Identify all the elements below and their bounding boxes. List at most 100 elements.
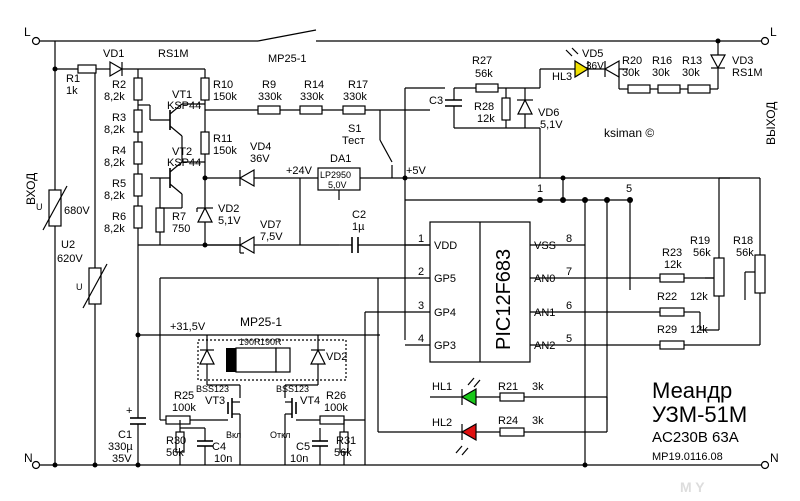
relay-contact-label: MP25-1 [268, 53, 307, 65]
mcu-name: PIC12F683 [493, 249, 515, 350]
vt2-ref: VT2 [172, 146, 192, 158]
vd6-ref: VD6 [538, 107, 559, 119]
r2-val: 8,2k [104, 91, 125, 103]
r18-ref: R18 [733, 235, 753, 247]
vd4 [205, 168, 300, 188]
title-line4: MP19.0116.08 [652, 451, 723, 463]
hl1-ref: HL1 [432, 381, 452, 393]
r9-ref: R9 [262, 79, 276, 91]
vd2-ref: VD2 [218, 203, 239, 215]
vd2-zener [196, 206, 213, 223]
vd5-ref: VD5 [582, 48, 603, 60]
r13-val: 30k [682, 67, 700, 79]
r7-ref: R7 [172, 211, 186, 223]
r3-val: 8,2k [104, 124, 125, 136]
vd1-ref: VD1 [103, 48, 124, 60]
r9-val: 330k [258, 91, 282, 103]
hl3-ref: HL3 [552, 71, 572, 83]
s1-ref: S1 [348, 123, 361, 135]
c1-volt: 35V [112, 453, 132, 465]
vd3-val: RS1M [732, 67, 763, 79]
hl3-body [574, 59, 590, 79]
r11-val: 150k [213, 145, 237, 157]
vt3 [190, 384, 241, 465]
pin7-num: 7 [566, 266, 572, 278]
hl1-body [460, 387, 477, 407]
r10-val: 150k [213, 91, 237, 103]
vt4-note: Откл [270, 430, 290, 440]
r17-ref: R17 [348, 79, 368, 91]
u2-val: 620V [57, 253, 83, 265]
varistor-2-u: U [76, 282, 83, 292]
header-pin-1: 1 [537, 183, 543, 195]
c5-val: 10n [290, 453, 308, 465]
r22-val: 12k [690, 291, 708, 303]
vd7-val: 7,5V [260, 231, 283, 243]
r23-ref: R23 [662, 247, 682, 259]
pin4-num: 4 [418, 333, 424, 345]
pin4-name: GP3 [434, 340, 456, 352]
vt2-type: KSP44 [167, 157, 201, 169]
da1-vout: 5,0V [328, 180, 347, 190]
vt1-type: KSP44 [167, 100, 201, 112]
pin8-name: VSS [534, 240, 556, 252]
hl1-led [430, 377, 607, 407]
hl2-led [378, 422, 607, 456]
pin3-num: 3 [418, 300, 424, 312]
c1-plus: + [126, 405, 132, 417]
r26 [319, 415, 365, 425]
varistor-1-val: 680V [64, 205, 90, 217]
output-label: ВЫХОД [764, 102, 778, 145]
watermark: M Y [680, 479, 705, 495]
coil1-label: 190R [239, 337, 261, 347]
v315-label: +31,5V [170, 321, 206, 333]
title-line1: Меандр [652, 378, 732, 403]
vd2-val: 5,1V [218, 215, 241, 227]
r19-val: 56k [693, 247, 711, 259]
da1-type: LP2950 [320, 170, 351, 180]
pin7-name: AN0 [534, 273, 555, 285]
r28-val: 12k [477, 113, 495, 125]
title-line3: AC230B 63A [652, 429, 739, 446]
r20-r16-r13 [618, 69, 718, 94]
r21-ref: R21 [498, 381, 518, 393]
vd4-ref: VD4 [250, 141, 271, 153]
mcu [429, 221, 531, 363]
r27-val: 56k [475, 68, 493, 80]
r16-val: 30k [652, 67, 670, 79]
rail-wires [31, 36, 770, 470]
c1-val: 330µ [108, 441, 133, 453]
rail-label-l-left: L [24, 25, 31, 39]
r18-trimmer [744, 178, 766, 345]
r24-ref: R24 [498, 415, 518, 427]
coil2-label: 190R [260, 337, 282, 347]
da1-regulator [317, 167, 730, 200]
r19-ref: R19 [690, 235, 710, 247]
vt3-type: BSS123 [196, 384, 229, 394]
vt4 [284, 384, 320, 465]
rail-label-n-right: N [770, 451, 779, 465]
r31-ref: R31 [336, 435, 356, 447]
r25-ref: R25 [174, 390, 194, 402]
r31-c5 [312, 420, 349, 465]
pin3-name: GP4 [434, 307, 456, 319]
r23-val: 12k [664, 259, 682, 271]
c4-val: 10n [214, 453, 232, 465]
vd6-val: 5,1V [540, 119, 563, 131]
relay-coil-block [197, 335, 347, 385]
r1-ref: R1 [66, 73, 80, 85]
s1-label: Тест [342, 135, 365, 147]
da1-ref: DA1 [330, 153, 351, 165]
r29-val: 12k [690, 324, 708, 336]
r19-trimmer [699, 178, 725, 331]
r22-ref: R22 [657, 291, 677, 303]
hl2-body [460, 422, 477, 442]
c2-ref: C2 [352, 209, 366, 221]
varistor-1 [42, 185, 68, 231]
vt3-note: Вкл [226, 430, 241, 440]
pin6-num: 6 [566, 300, 572, 312]
r26-ref: R26 [326, 390, 346, 402]
vd3-ref: VD3 [732, 55, 753, 67]
r11-ref: R11 [213, 133, 232, 145]
